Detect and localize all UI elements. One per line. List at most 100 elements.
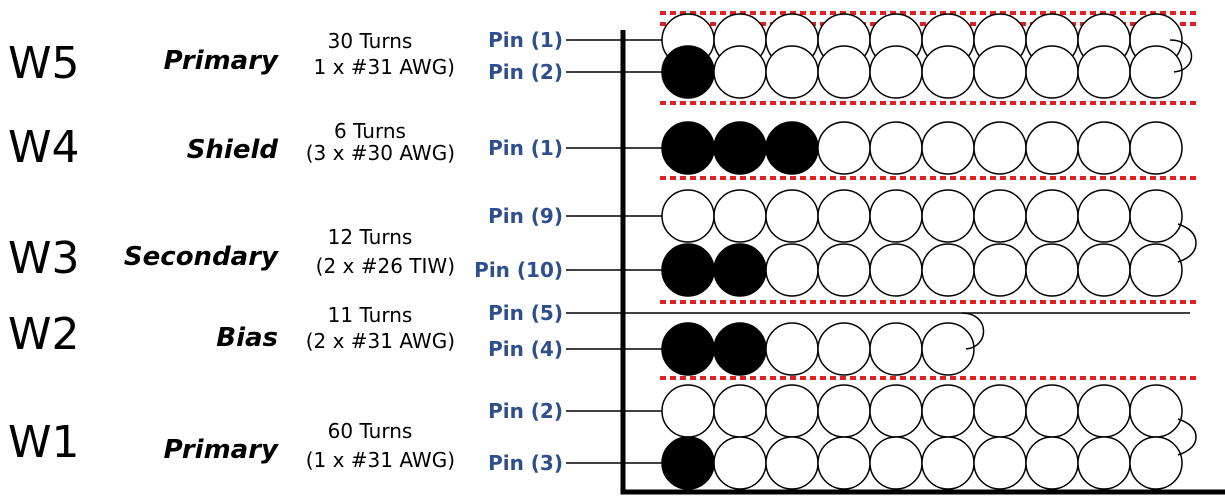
- wire-turn: [1077, 121, 1131, 175]
- wire-turn: [1129, 384, 1183, 438]
- wire-turn: [661, 189, 715, 243]
- wire-turn-start: [661, 121, 715, 175]
- wire-spec: (2 x #26 TIW): [316, 254, 455, 278]
- wire-turn: [921, 121, 975, 175]
- wire-turn-start: [713, 243, 767, 297]
- pin-label: Pin (2): [488, 399, 563, 423]
- pin-label: Pin (1): [488, 136, 563, 160]
- wire-turn-start: [661, 436, 715, 490]
- wire-turn: [1025, 436, 1079, 490]
- winding-name: Primary: [164, 435, 279, 465]
- wire-turn: [869, 384, 923, 438]
- bobbin-wall: [620, 30, 1225, 495]
- wire-turn: [817, 243, 871, 297]
- wire-turn: [869, 189, 923, 243]
- wire-turn: [921, 45, 975, 99]
- wire-turn: [921, 243, 975, 297]
- winding-name: Shield: [187, 135, 279, 165]
- wire-turn: [1129, 436, 1183, 490]
- wire-turn: [1077, 189, 1131, 243]
- wire-turn-start: [765, 121, 819, 175]
- wire-turn: [765, 384, 819, 438]
- wire-spec: (2 x #31 AWG): [306, 329, 455, 353]
- turn-count: 11 Turns: [328, 303, 413, 327]
- winding-name: Primary: [164, 46, 279, 76]
- winding-id: W5: [8, 38, 80, 89]
- wire-turn: [1129, 189, 1183, 243]
- turn-count: 30 Turns: [328, 29, 413, 53]
- wire-turn: [869, 121, 923, 175]
- wire-spec: 1 x #31 AWG): [313, 55, 455, 79]
- turn-count: 12 Turns: [328, 225, 413, 249]
- wire-turn: [921, 322, 975, 376]
- winding-w2: W2 Bias 11 Turns(2 x #31 AWG) Pin (5) Pin (4…: [8, 301, 1190, 376]
- wire-turn: [1025, 243, 1079, 297]
- pin-label: Pin (3): [488, 451, 563, 475]
- wire-turn-start: [713, 322, 767, 376]
- wire-turn: [765, 322, 819, 376]
- wire-turn: [817, 436, 871, 490]
- wire-turn: [817, 121, 871, 175]
- wire-turn: [1077, 243, 1131, 297]
- return-loop: [1177, 223, 1197, 263]
- wire-turn: [817, 189, 871, 243]
- wire-turn: [1077, 384, 1131, 438]
- wire-turn: [869, 436, 923, 490]
- wire-turn: [817, 322, 871, 376]
- return-loop: [1169, 39, 1193, 73]
- wire-spec: (3 x #30 AWG): [306, 141, 455, 165]
- pin-label: Pin (1): [488, 28, 563, 52]
- winding-name: Secondary: [124, 242, 279, 272]
- wire-turn: [1077, 45, 1131, 99]
- wire-turn: [973, 121, 1027, 175]
- wire-turn: [869, 45, 923, 99]
- return-loop: [1177, 418, 1197, 456]
- pin-label: Pin (4): [488, 337, 563, 361]
- wire-turn: [973, 243, 1027, 297]
- winding-w4: W4 Shield 6 Turns(3 x #30 AWG) Pin (1): [8, 119, 1183, 175]
- wire-turn: [1025, 45, 1079, 99]
- wire-turn: [973, 45, 1027, 99]
- wire-turn: [817, 45, 871, 99]
- winding-id: W2: [8, 309, 80, 360]
- wire-turn: [713, 45, 767, 99]
- wire-turn: [765, 189, 819, 243]
- wire-turn: [765, 243, 819, 297]
- return-loop: [961, 312, 985, 350]
- wire-turn: [921, 384, 975, 438]
- wire-turn: [1129, 121, 1183, 175]
- wire-turn: [1129, 45, 1183, 99]
- pin-label: Pin (2): [488, 60, 563, 84]
- wire-turn: [1025, 189, 1079, 243]
- wire-turn: [713, 189, 767, 243]
- wire-turn: [869, 322, 923, 376]
- wire-turn-start: [661, 322, 715, 376]
- wire-turn: [661, 384, 715, 438]
- wire-turn: [1025, 384, 1079, 438]
- wire-turn: [713, 384, 767, 438]
- pin-label: Pin (10): [474, 258, 563, 282]
- wire-spec: (1 x #31 AWG): [306, 448, 455, 472]
- winding-w3: W3 Secondary 12 Turns (2 x #26 TIW) Pin (9) P…: [8, 189, 1197, 297]
- wire-turn: [973, 189, 1027, 243]
- wire-turn: [1077, 436, 1131, 490]
- pin-label: Pin (9): [488, 204, 563, 228]
- turn-count: 6 Turns: [334, 119, 406, 143]
- winding-id: W4: [8, 122, 80, 173]
- wire-turn-start: [661, 243, 715, 297]
- wire-turn: [921, 436, 975, 490]
- winding-id: W3: [8, 233, 80, 284]
- wire-turn-start: [713, 121, 767, 175]
- turn-count: 60 Turns: [328, 419, 413, 443]
- pin-label: Pin (5): [488, 301, 563, 325]
- wire-turn: [765, 45, 819, 99]
- wire-turn: [973, 436, 1027, 490]
- wire-turn-start: [661, 45, 715, 99]
- wire-turn: [817, 384, 871, 438]
- wire-turn: [869, 243, 923, 297]
- winding-name: Bias: [216, 323, 278, 353]
